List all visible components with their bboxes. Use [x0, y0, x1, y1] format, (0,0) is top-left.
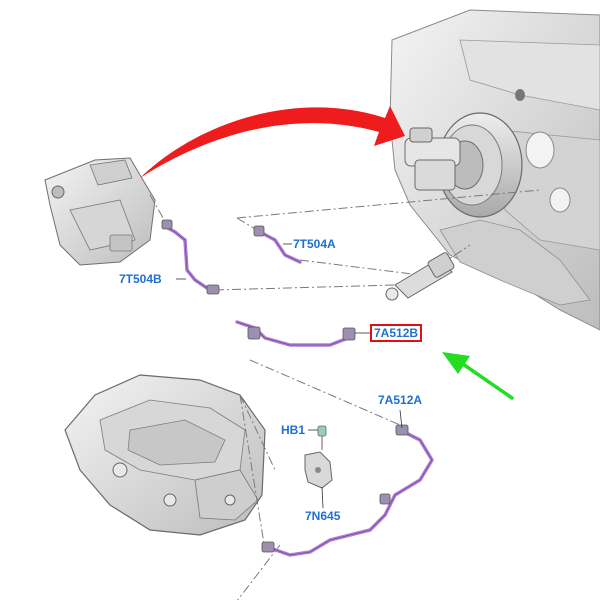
location-arrow-red: [140, 106, 405, 178]
label-7a512a: 7A512A: [378, 393, 423, 407]
bracket-7n645: [304, 451, 333, 489]
leader-lines: [149, 189, 541, 600]
gearbox: [64, 374, 266, 536]
label-7t504a: 7T504A: [293, 237, 336, 251]
pipe-7a512a: [261, 424, 435, 557]
brake-booster: [404, 112, 523, 218]
pipe-7a512b: [235, 320, 356, 347]
label-hb1: HB1: [281, 423, 306, 437]
hose-7t504a: [253, 225, 302, 264]
bolt-hb1: [317, 425, 327, 450]
label-7t504b: 7T504B: [119, 272, 162, 286]
clutch-master-cylinder: [385, 252, 455, 301]
hose-7t504b: [161, 219, 220, 295]
label-7a512b: 7A512B: [370, 324, 423, 342]
pointer-arrow-green: [442, 352, 514, 400]
label-7n645: 7N645: [305, 509, 341, 523]
clutch-pedal-box: [44, 157, 156, 266]
label-leaders: [176, 243, 403, 509]
